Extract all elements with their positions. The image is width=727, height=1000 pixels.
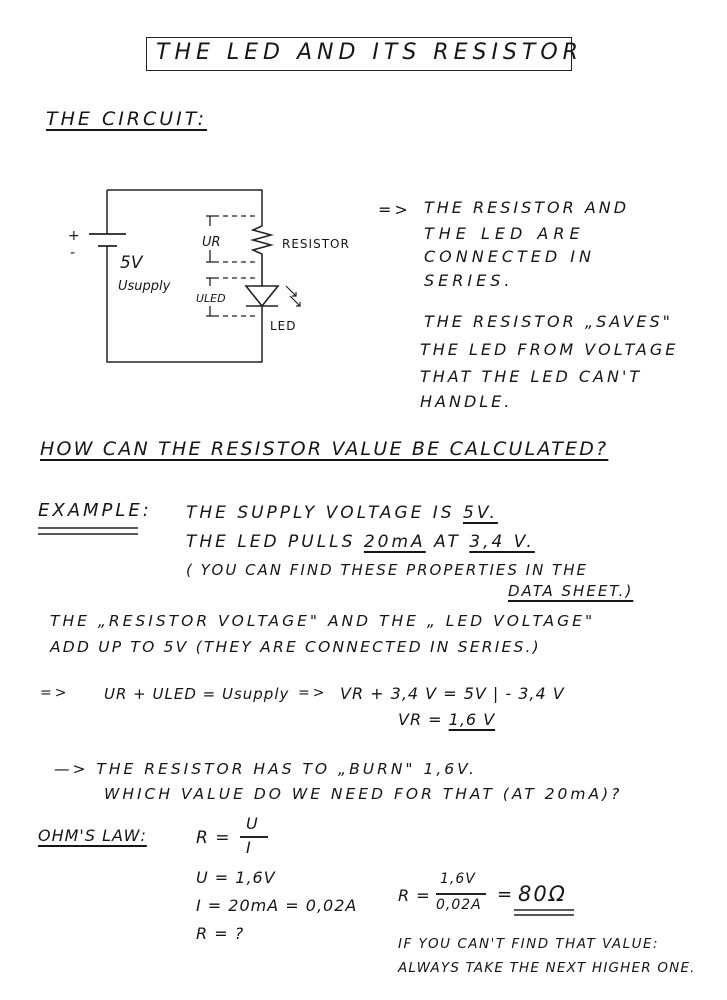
title-box	[146, 37, 572, 71]
note-line-1: IF YOU CAN'T FIND THAT VALUE:	[398, 936, 660, 952]
example-double-underline	[38, 527, 138, 535]
ohms-fraction-bar	[240, 836, 268, 838]
page-title: THE LED AND ITS RESISTOR	[156, 40, 583, 65]
side-note-line-7: THAT THE LED CAN'T	[420, 367, 643, 386]
ohms-law-label: OHM'S LAW:	[38, 826, 147, 845]
burn-line-2: WHICH VALUE DO WE NEED FOR THAT (AT 20mA…	[104, 785, 623, 803]
side-note-line-5: THE RESISTOR „SAVES"	[424, 312, 673, 331]
given-i: I = 20mA = 0,02A	[196, 896, 358, 915]
example-line-3: ( YOU CAN FIND THESE PROPERTIES IN THE	[186, 561, 588, 579]
ohms-denominator: I	[246, 838, 254, 857]
example-line-2-text: THE LED PULLS	[186, 532, 356, 552]
led-label: LED	[270, 319, 297, 333]
side-note-line-1: THE RESISTOR AND	[424, 198, 630, 217]
side-note-line-6: THE LED FROM VOLTAGE	[420, 340, 679, 359]
question-heading: HOW CAN THE RESISTOR VALUE BE CALCULATED…	[40, 438, 609, 460]
example-label: EXAMPLE:	[38, 500, 152, 521]
example-line-2: THE LED PULLS 20mA AT 3,4 V.	[186, 532, 535, 552]
example-line-4: DATA SHEET.)	[508, 582, 634, 600]
led-current-value: 20mA	[363, 532, 426, 552]
equation-arrow: =>	[40, 685, 70, 701]
calc-fraction-bar	[436, 893, 486, 895]
ohms-r-equals: R =	[196, 828, 231, 848]
side-note-line-4: SERIES.	[424, 271, 514, 290]
side-note-line-2: THE LED ARE	[424, 224, 585, 243]
calc-r-equals: R =	[398, 886, 431, 905]
resistor-symbol	[250, 225, 274, 282]
ur-label: UR	[202, 235, 221, 250]
calc-result: 80Ω	[518, 882, 567, 906]
given-r: R = ?	[196, 924, 245, 943]
led-voltage-value: 3,4 V.	[469, 532, 535, 552]
ohms-numerator: U	[246, 814, 261, 833]
example-line-1: THE SUPPLY VOLTAGE IS 5V.	[186, 503, 498, 523]
equation-arrow-2: =>	[298, 685, 328, 701]
circuit-heading: THE CIRCUIT:	[46, 108, 208, 130]
supply-voltage-value: 5V.	[463, 503, 498, 523]
resistor-label: RESISTOR	[282, 237, 350, 251]
given-u: U = 1,6V	[196, 868, 276, 887]
calc-denominator: 0,02A	[436, 897, 482, 913]
battery-minus: -	[70, 245, 75, 261]
uled-label: ULED	[196, 292, 226, 305]
side-arrow: =>	[378, 200, 411, 219]
equation-rhs-2: VR = 1,6 V	[398, 710, 495, 729]
voltage-line-2: ADD UP TO 5V (THEY ARE CONNECTED IN SERI…	[50, 638, 541, 656]
equation-rhs-2-pre: VR =	[398, 710, 443, 729]
example-line-1-text: THE SUPPLY VOLTAGE IS	[186, 503, 455, 523]
led-light-arrows	[285, 285, 301, 307]
equation-lhs: UR + ULED = Usupply	[104, 685, 290, 703]
note-line-2: ALWAYS TAKE THE NEXT HIGHER ONE.	[398, 960, 696, 976]
battery-plus: +	[68, 228, 80, 244]
voltage-line-1: THE „RESISTOR VOLTAGE" AND THE „ LED VOL…	[50, 612, 596, 630]
burn-line-1: —> THE RESISTOR HAS TO „BURN" 1,6V.	[54, 760, 477, 778]
calc-numerator: 1,6V	[440, 871, 476, 887]
supply-value: 5V	[120, 253, 144, 273]
circuit-diagram: + - 5V Usupply RESISTOR UR ULED LED	[68, 189, 350, 363]
led-symbol	[244, 282, 280, 308]
supply-label: Usupply	[118, 279, 171, 294]
calc-equals: =	[497, 884, 516, 905]
resistor-voltage-result: 1,6 V	[448, 710, 496, 729]
equation-rhs-1: VR + 3,4 V = 5V | - 3,4 V	[340, 684, 565, 703]
side-note-line-8: HANDLE.	[420, 392, 513, 411]
side-note-line-3: CONNECTED IN	[424, 247, 595, 266]
example-line-2-at: AT	[434, 532, 461, 552]
